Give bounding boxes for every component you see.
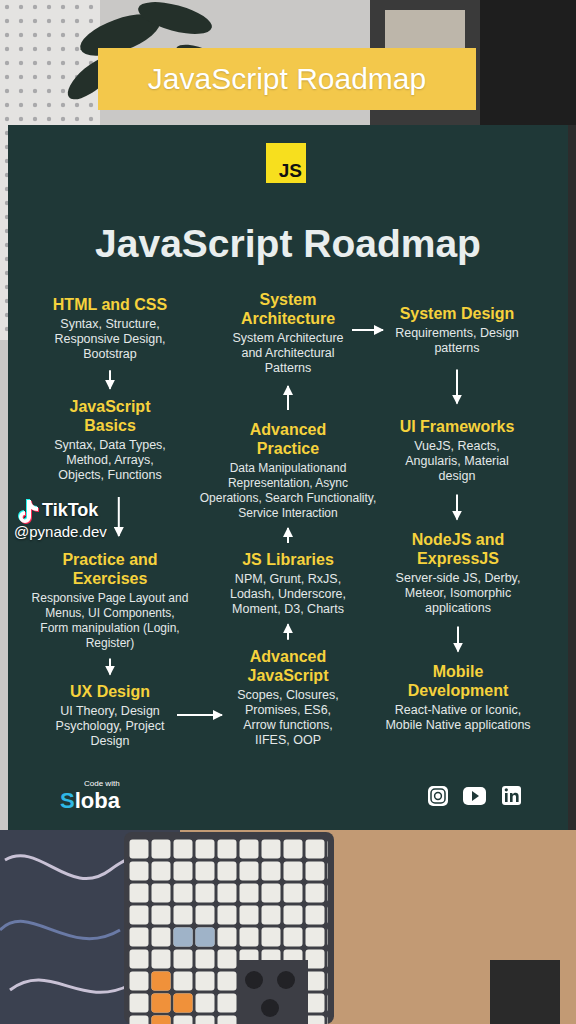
flow-arrow	[287, 528, 289, 543]
flow-arrow	[109, 658, 111, 674]
roadmap-step: HTML and CSS Syntax, Structure, Responsiv…	[44, 293, 176, 364]
roadmap-step: Advanced PracticeData Manipulationand Re…	[194, 418, 382, 523]
logo-text: JS	[266, 161, 302, 181]
banner-title: JavaScript Roadmap	[98, 57, 476, 101]
step-topics: UI Theory, Design Psychology, Project De…	[51, 704, 169, 749]
roadmap-step: Advanced JavaScriptScopes, Closures, Pro…	[228, 645, 348, 750]
banner	[98, 48, 476, 110]
step-topics: Server-side JS, Derby, Meteor, Isomorphi…	[391, 571, 525, 616]
step-heading: Mobile Development	[397, 662, 519, 700]
dark-frame	[480, 0, 576, 125]
flow-arrow	[456, 369, 458, 403]
flow-arrow	[177, 714, 222, 716]
roadmap-step: Practice and ExercisesResponsive Page La…	[29, 548, 191, 653]
linkedin-icon	[502, 786, 521, 805]
orange-keys	[152, 972, 193, 1024]
shelf-edge	[568, 125, 576, 830]
roadmap-step: UI FrameworksVueJS, Reacts, Angularis, M…	[391, 415, 523, 486]
step-topics: Data Manipulationand Representation, Asy…	[196, 461, 380, 521]
js-logo	[266, 143, 306, 183]
roadmap-step: System ArchitectureSystem Architecture a…	[230, 288, 346, 378]
flow-arrow	[118, 497, 120, 536]
roadmap-step: NodeJS and ExpressJSServer-side JS, Derb…	[389, 528, 527, 618]
flow-arrow	[457, 626, 459, 651]
roadmap-card	[8, 125, 568, 830]
step-heading: JavaScript Basics	[51, 397, 169, 435]
step-topics: React-Native or Iconic, Mobile Native ap…	[377, 703, 539, 733]
instagram-icon	[428, 786, 448, 806]
step-topics: Syntax, Data Types, Method, Arrays, Obje…	[51, 438, 169, 483]
diagram-title: JavaScript Roadmap	[8, 220, 568, 268]
flow-arrow	[287, 624, 289, 640]
step-heading: NodeJS and ExpressJS	[391, 530, 525, 568]
step-heading: UI Frameworks	[393, 417, 521, 436]
watermark-handle: @pynade.dev	[14, 522, 107, 542]
watermark: TikTok	[42, 500, 98, 520]
tiktok-icon	[18, 499, 39, 524]
step-topics: Scopes, Closures, Promises, ES6, Arrow f…	[230, 688, 346, 748]
step-heading: System Architecture	[232, 290, 344, 328]
roadmap-step: JS LibrariesNPM, Grunt, RxJS, Lodash, Un…	[224, 548, 352, 619]
desk-object	[490, 960, 560, 1024]
keyboard	[124, 832, 334, 1024]
roadmap-step: Mobile DevelopmentReact-Native or Iconic…	[375, 660, 541, 735]
brand-text: Code with	[84, 779, 120, 789]
flow-arrow	[352, 329, 383, 331]
keyboard-knobs	[238, 960, 308, 1024]
step-topics: Syntax, Structure, Responsive Design, Bo…	[46, 317, 174, 362]
step-heading: JS Libraries	[226, 550, 350, 569]
step-topics: NPM, Grunt, RxJS, Lodash, Underscore, Mo…	[226, 572, 350, 617]
desk	[0, 830, 576, 1024]
roadmap-step: UX Design UI Theory, Design Psychology, P…	[49, 680, 171, 751]
blue-keys	[174, 928, 215, 947]
step-topics: Responsive Page Layout and Menus, UI Com…	[31, 591, 189, 651]
step-topics: Requirements, Design patterns	[391, 326, 523, 356]
step-heading: System Design	[391, 304, 523, 323]
step-heading: HTML and CSS	[46, 295, 174, 314]
flow-arrow	[109, 370, 111, 389]
flow-arrow	[456, 494, 458, 519]
roadmap-step: System DesignRequirements, Design patter…	[389, 302, 525, 358]
roadmap-step: JavaScript BasicsSyntax, Data Types, Met…	[49, 395, 171, 485]
brand-name: Sloba	[60, 789, 120, 813]
keycaps	[128, 838, 328, 1024]
step-topics: System Architecture and Architectural Pa…	[232, 331, 344, 376]
step-heading: Practice and Exercises	[31, 550, 189, 588]
step-heading: Advanced JavaScript	[230, 647, 346, 685]
youtube-icon	[463, 787, 486, 805]
step-heading: Advanced Practice	[232, 420, 344, 458]
flow-arrow	[287, 386, 289, 410]
step-heading: UX Design	[51, 682, 169, 701]
step-topics: VueJS, Reacts, Angularis, Material desig…	[393, 439, 521, 484]
